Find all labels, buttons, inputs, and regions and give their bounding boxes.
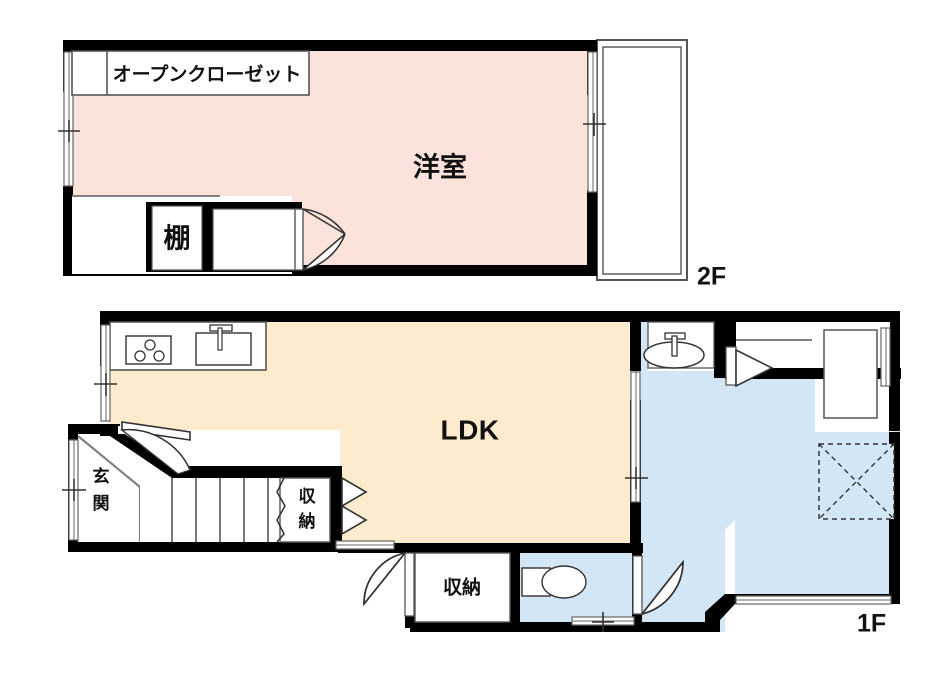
closet-door-2f[interactable] xyxy=(207,202,346,272)
floor-tag-1f: 1F xyxy=(857,610,886,638)
genkan-label-line2: 関 xyxy=(93,494,110,514)
yoshitsu-label: 洋室 xyxy=(413,152,467,184)
closet-stair: 収 納 xyxy=(276,476,368,543)
closet-lower: 収納 xyxy=(335,540,511,623)
closet-lower-label: 収納 xyxy=(443,576,481,599)
shelf-label: 棚 xyxy=(164,224,191,255)
bathtub-icon xyxy=(823,329,878,419)
closet-stair-label-line1: 収 xyxy=(299,487,317,507)
genkan-label-line1: 玄 xyxy=(93,466,110,487)
window-1f-kitchen xyxy=(94,324,117,422)
genkan-area: 玄 関 xyxy=(62,435,142,542)
closet-stair-doors[interactable] xyxy=(341,476,368,536)
second-floor-group: オープンクローゼット 棚 洋室 2F xyxy=(58,39,726,291)
kitchen-counter xyxy=(109,321,267,371)
door-genkan-ldk[interactable] xyxy=(118,421,191,475)
sliding-door-ldk-hall[interactable] xyxy=(625,371,648,503)
open-closet-label: オープンクローゼット xyxy=(113,63,302,86)
toilet-door[interactable] xyxy=(632,555,684,616)
bathroom-unit xyxy=(725,322,891,419)
stove-icon xyxy=(125,335,172,365)
entrance-door[interactable] xyxy=(62,439,86,541)
ldk-label: LDK xyxy=(440,414,499,445)
closet-lower-door[interactable] xyxy=(363,551,415,617)
toilet-room xyxy=(521,555,684,632)
shelf-2f: 棚 xyxy=(146,202,207,272)
kitchen-sink-icon xyxy=(195,324,252,366)
window-toilet xyxy=(571,612,635,632)
sliding-door-2f-balcony[interactable] xyxy=(583,51,606,193)
sliding-panel-ldk-closet[interactable] xyxy=(335,540,395,550)
washroom-vanity xyxy=(643,321,715,369)
window-bathroom xyxy=(880,327,891,387)
balcony-2f xyxy=(596,39,688,281)
washer-space xyxy=(818,443,895,520)
bathroom-door[interactable] xyxy=(725,346,774,388)
closet-stair-label-line2: 納 xyxy=(299,511,316,532)
window-2f-left xyxy=(58,51,80,187)
open-closet-2f: オープンクローゼット xyxy=(71,50,310,96)
floor-tag-2f: 2F xyxy=(697,263,726,291)
first-floor-group: 玄 関 収 納 xyxy=(62,311,901,638)
window-hallway-south xyxy=(735,595,892,605)
toilet-bowl-icon xyxy=(521,565,587,599)
vanity-basin-icon xyxy=(643,332,705,369)
